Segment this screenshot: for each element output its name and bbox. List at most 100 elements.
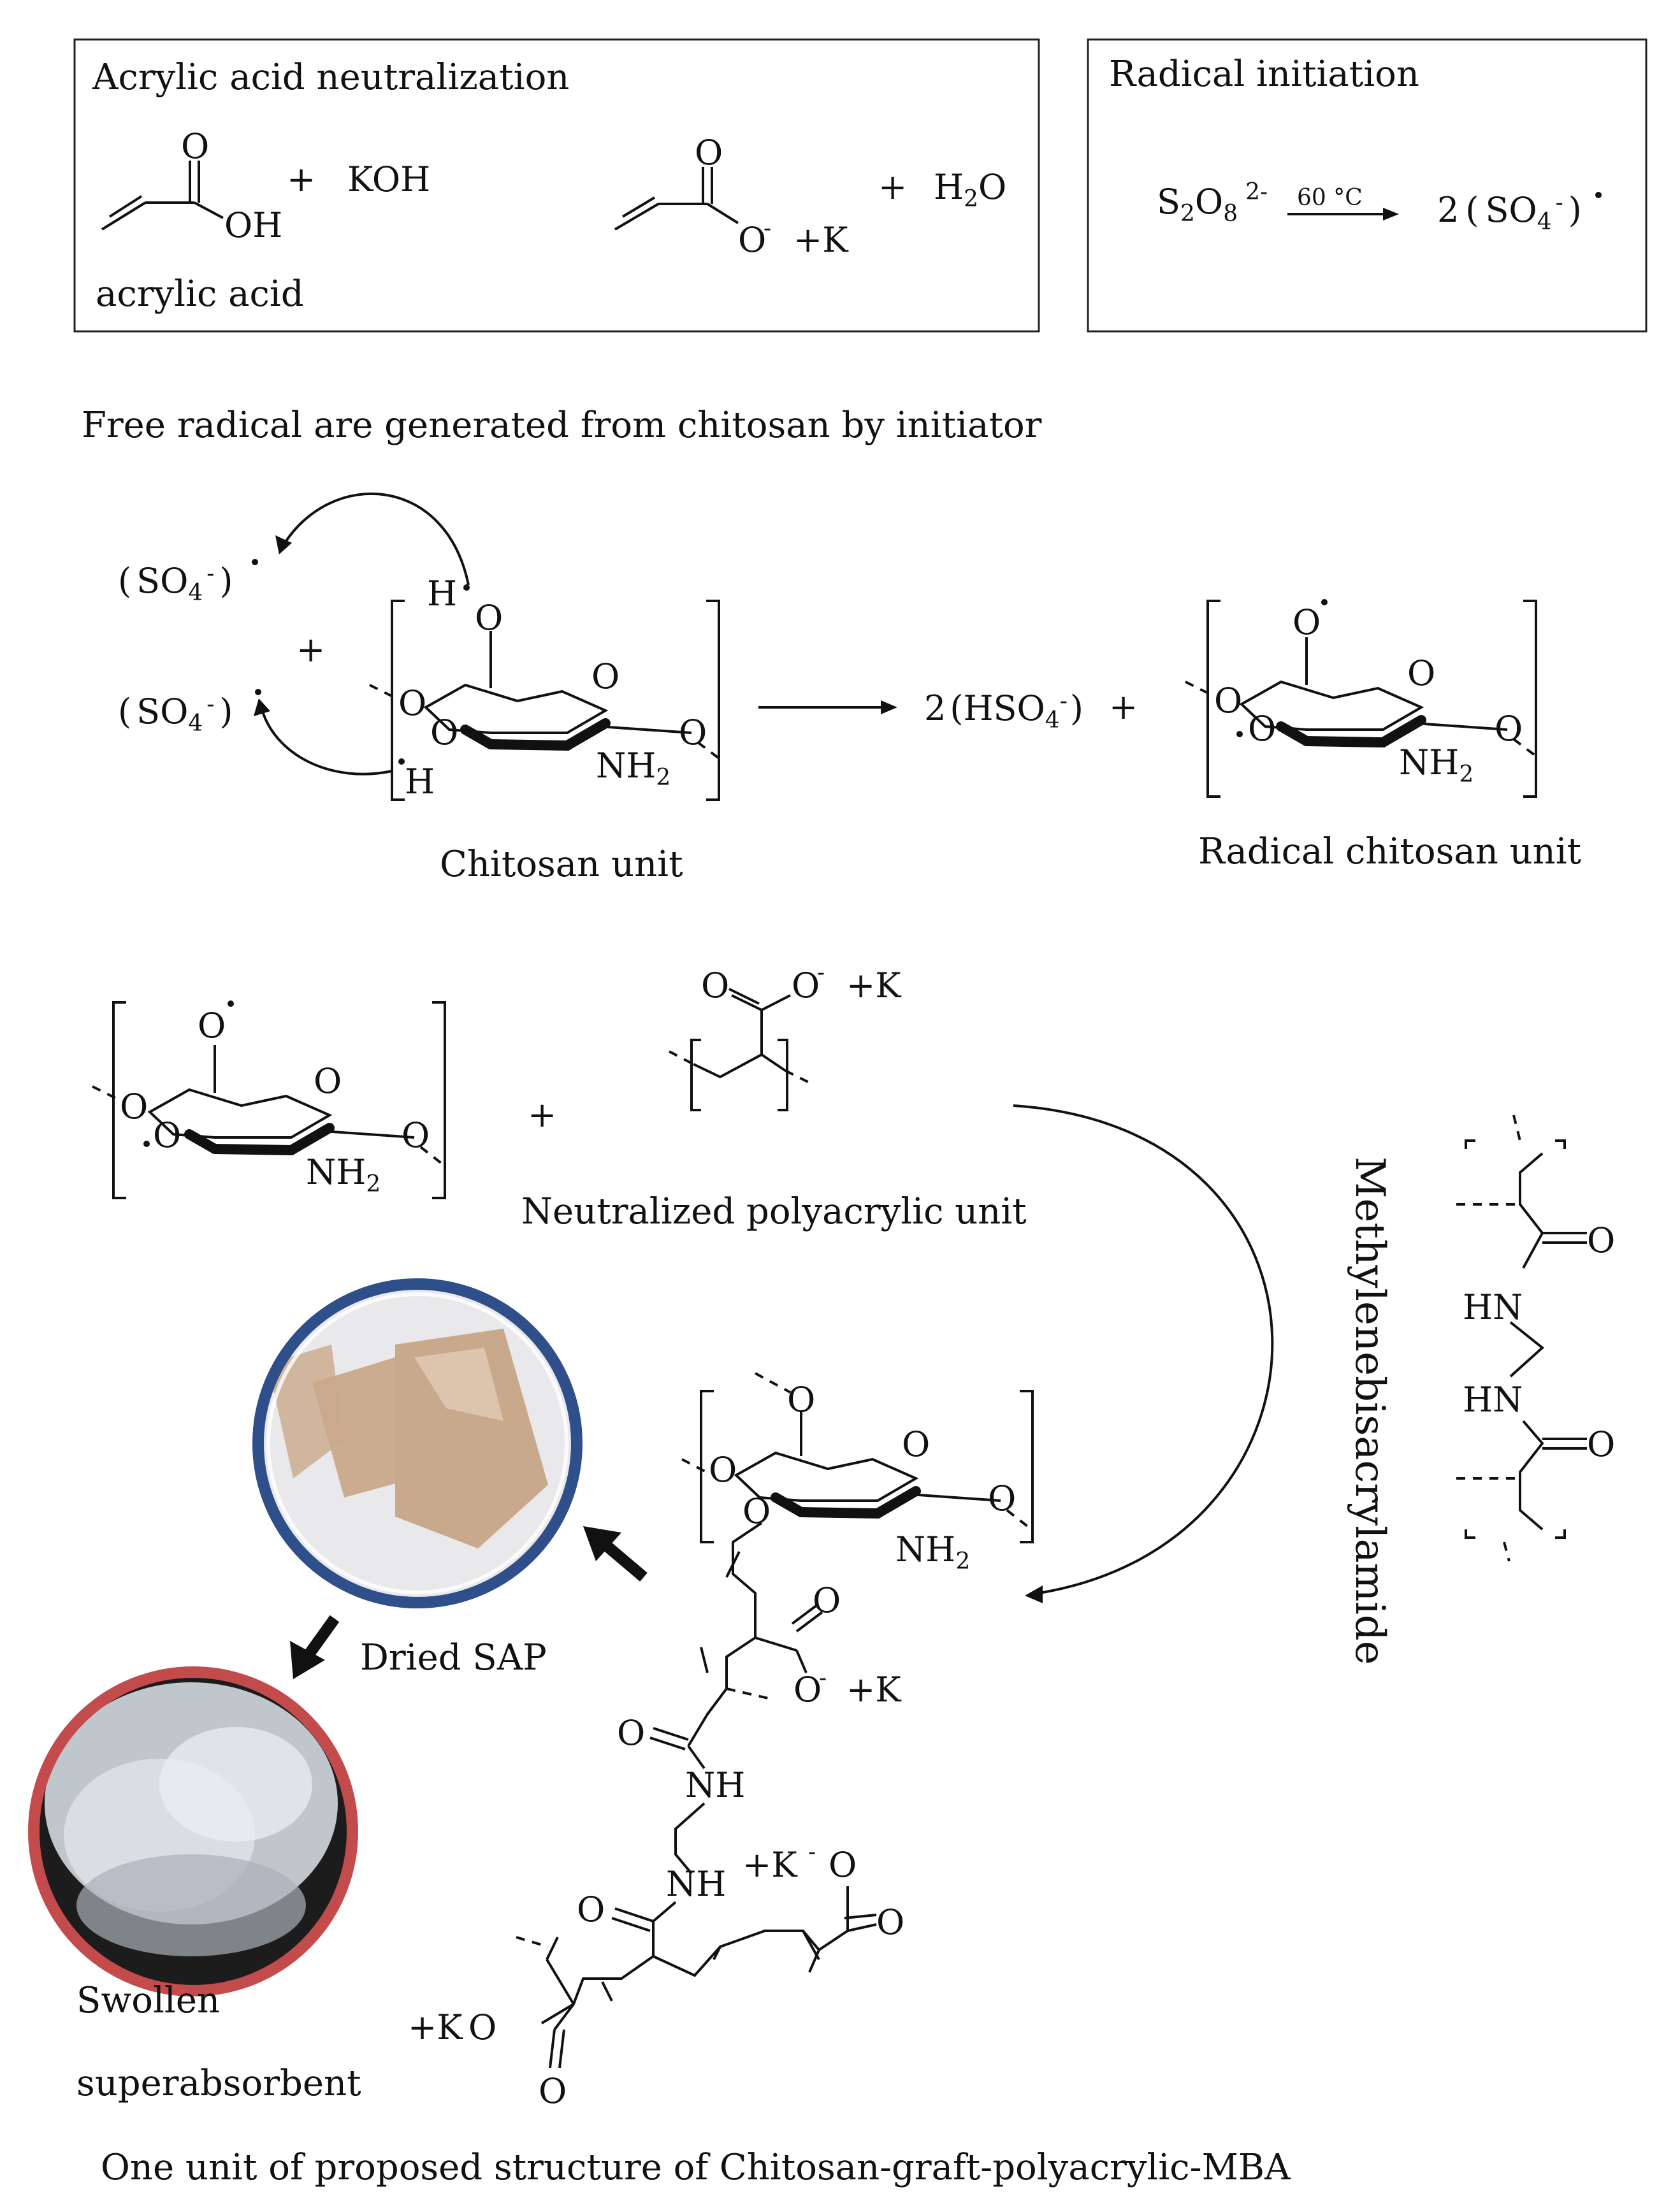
product-o1: O — [988, 1478, 1016, 1519]
arrow-to-dried — [583, 1526, 648, 1582]
acrylic-oh: OH — [224, 205, 282, 245]
backbone-k-plus-right: +K — [742, 1845, 798, 1885]
mba-structure: O HN HN O — [1456, 1115, 1615, 1562]
radical-o3: O — [1248, 709, 1276, 749]
chitosan-ring-o: O — [591, 656, 619, 696]
radical-o4: O — [1214, 681, 1242, 721]
chitosan-h-bottom: H — [405, 761, 435, 802]
backbone-o-minus-right: O — [829, 1845, 857, 1885]
mba-carbonyl-o-top: O — [1587, 1220, 1615, 1260]
dried-sap-label: Dried SAP — [360, 1637, 547, 1678]
grafting-o6: O — [198, 1006, 226, 1046]
bisulfate-product: 2(HSO4-) — [924, 688, 1083, 733]
crosslinking-arrow — [1013, 1104, 1274, 1603]
mba-hn-top: HN — [1463, 1287, 1523, 1327]
chitosan-section-heading: Free radical are generated from chitosan… — [82, 405, 1042, 446]
chitosan-o4: O — [398, 683, 426, 723]
potassium-acrylate-structure: O O - +K — [614, 133, 849, 260]
polyacrylic-o: O — [701, 965, 729, 1006]
initiation-arrow — [1287, 208, 1399, 220]
grafting-o1: O — [402, 1115, 430, 1155]
chitosan-nh2: NH2 — [596, 746, 670, 791]
graft-carbonyl-o: O — [813, 1580, 841, 1620]
acrylic-acid-structure: O OH — [101, 126, 282, 245]
initiation-title: Radical initiation — [1109, 54, 1419, 95]
initiation-panel: Radical initiation S2O82- 60 °C 2(SO4-) — [1087, 38, 1647, 333]
radical-chitosan-structure-2: O O O O O NH2 — [92, 1000, 446, 1199]
amide-nh-2: NH — [666, 1864, 726, 1904]
plus-radicals: + — [296, 630, 325, 670]
radical-chitosan-structure: O O O O O NH2 — [1185, 599, 1537, 798]
chitosan-reaction-arrow — [758, 700, 897, 714]
mba-label: Methylenebisacrylamide — [1346, 1157, 1393, 1665]
product-o6: O — [787, 1380, 815, 1420]
sulfate-radical-top: (SO4-) — [118, 561, 233, 606]
backbone-o-minus-left: O — [468, 2007, 496, 2047]
acrylate-carbonyl-o: O — [695, 133, 723, 173]
grafting-nh2: NH2 — [306, 1152, 380, 1197]
polyacrylic-minus: - — [817, 960, 825, 986]
product-nh2: NH2 — [895, 1529, 970, 1575]
backbone-minus-right: - — [808, 1839, 816, 1865]
swollen-label-line1: Swollen — [76, 1980, 220, 2021]
product-o3: O — [742, 1491, 771, 1531]
radical-ring-o: O — [1407, 653, 1435, 693]
radical-dot — [1595, 192, 1602, 198]
radical-o6: O — [1293, 602, 1321, 642]
backbone-carbonyl-o-right: O — [876, 1902, 904, 1942]
mba-carbonyl-o-bottom: O — [1587, 1424, 1615, 1464]
mba-hn-bottom: HN — [1463, 1380, 1523, 1420]
chitosan-h-top: H — [427, 574, 457, 614]
backbone-carbonyl-o-left: O — [539, 2071, 567, 2111]
radical-chitosan-label: Radical chitosan unit — [1198, 831, 1582, 872]
swollen-label-line2: superabsorbent — [76, 2063, 361, 2104]
graft-k-plus: +K — [846, 1670, 902, 1710]
grafting-ring-o: O — [314, 1061, 342, 1101]
sulfate-radical-product: 2(SO4-) — [1437, 190, 1582, 235]
sulfate-radical-bottom: (SO4-) — [118, 691, 233, 737]
acrylate-o-minus: O — [738, 220, 766, 260]
neutralization-title: Acrylic acid neutralization — [92, 57, 569, 98]
acrylate-k-plus: +K — [793, 220, 849, 260]
chitosan-unit-label: Chitosan unit — [440, 844, 683, 885]
radical-nh2: NH2 — [1399, 742, 1474, 788]
water-label: H2O — [934, 167, 1006, 212]
figure-caption: One unit of proposed structure of Chitos… — [101, 2147, 1291, 2188]
arrow-to-swollen — [290, 1615, 340, 1679]
polyacrylic-o-minus: O — [792, 965, 820, 1006]
chitosan-o6: O — [475, 598, 503, 638]
acrylic-acid-label: acrylic acid — [96, 273, 304, 315]
backbone-minus-left: - — [454, 2002, 461, 2028]
amide-nh-1: NH — [685, 1765, 745, 1805]
plus-grafting: + — [528, 1095, 556, 1135]
neutralization-panel: Acrylic acid neutralization O OH + KOH a… — [73, 38, 1040, 333]
hydrogen-abstraction-arrow-bottom — [260, 707, 393, 776]
neutralization-box — [73, 38, 1040, 333]
initiation-condition: 60 °C — [1297, 185, 1363, 211]
hydrogen-abstraction-arrow-top — [282, 492, 470, 586]
swollen-sap-photo — [28, 1666, 358, 1996]
product-o4: O — [709, 1450, 737, 1490]
chitosan-unit-structure: H O O O O O NH2 H — [369, 574, 720, 802]
amide-o-1: O — [617, 1713, 645, 1753]
grafting-o4: O — [120, 1086, 148, 1127]
product-ring-o: O — [902, 1424, 930, 1464]
graft-minus: - — [819, 1665, 827, 1691]
koh-label: KOH — [347, 159, 430, 199]
chitosan-o3: O — [430, 712, 458, 753]
neutralized-polyacrylic-label: Neutralized polyacrylic unit — [521, 1191, 1027, 1232]
dried-sap-photo — [252, 1278, 583, 1608]
persulfate-formula: S2O82- — [1157, 179, 1268, 227]
graft-o-minus: O — [793, 1670, 822, 1710]
radical-o1: O — [1495, 709, 1523, 749]
amide-o-2: O — [577, 1889, 605, 1930]
backbone-k-plus-left: +K — [408, 2007, 463, 2047]
polyacrylic-unit-structure: O O - +K — [669, 960, 902, 1111]
acrylic-carbonyl-o: O — [181, 126, 209, 166]
grafting-o3: O — [153, 1115, 181, 1155]
plus-sign-2: + — [878, 167, 907, 207]
grafted-product-structure: O O O O O NH2 O O - +K O NH NH O — [408, 1372, 1034, 2111]
polyacrylic-k-plus: +K — [846, 965, 902, 1006]
initiation-box — [1087, 38, 1647, 333]
